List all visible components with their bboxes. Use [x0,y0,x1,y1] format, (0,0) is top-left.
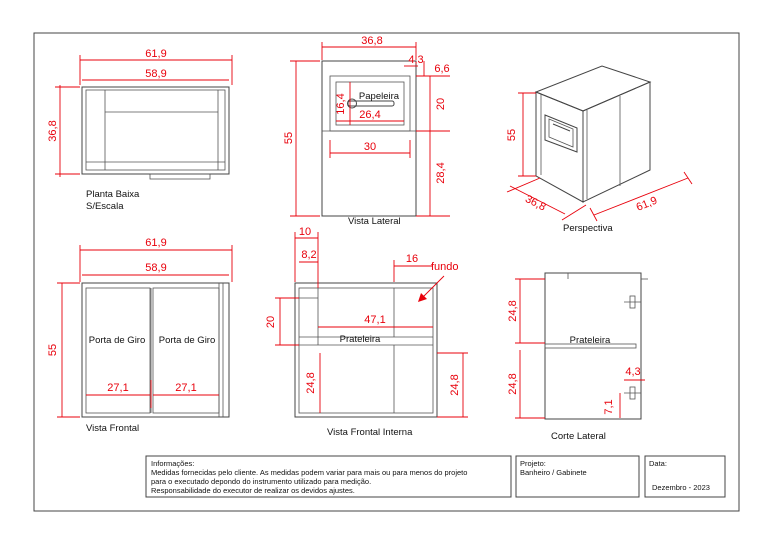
corte-label: Corte Lateral [551,431,606,442]
frontal-width-outer: 61,9 [145,237,166,249]
lateral-label: Vista Lateral [348,216,401,227]
info-line-2: para o executado depondo do instrumento … [151,477,371,486]
planta-label: Planta Baixa [86,189,140,200]
frontal-door-right: Porta de Giro [159,335,216,346]
projeto-value: Banheiro / Gabinete [520,468,587,477]
corte-dim-24-8-top: 24,8 [507,300,519,321]
vista-lateral-view: Papeleira 36,8 55 4,3 6,6 20 16,4 26,4 3… [283,35,450,227]
vista-frontal-view: Porta de Giro Porta de Giro 61,9 58,9 55… [47,237,233,434]
planta-scale-label: S/Escala [86,201,124,212]
perspectiva-depth: 36,8 [523,193,548,213]
lateral-dim-28-4: 28,4 [435,162,447,183]
interna-dim-24-8-right: 24,8 [449,374,461,395]
info-line-3: Responsabilidade do executor de realizar… [151,486,355,495]
planta-width-inner: 58,9 [145,68,166,80]
interna-dim-47-1: 47,1 [364,314,385,326]
lateral-dim-26-4: 26,4 [359,109,380,121]
lateral-dim-30: 30 [364,141,376,153]
frontal-width-inner: 58,9 [145,262,166,274]
interna-prateleira-label: Prateleira [340,334,381,345]
corte-lateral-view: Prateleira 24,8 24,8 4,3 7,1 Corte Later… [507,272,648,442]
frontal-label: Vista Frontal [86,423,139,434]
sheet-border [33,32,740,512]
projeto-title: Projeto: [520,459,546,468]
frontal-dim-left: 27,1 [107,382,128,394]
interna-dim-10: 10 [299,226,311,238]
lateral-height: 55 [283,132,295,144]
frontal-height: 55 [47,344,59,356]
corte-prateleira-label: Prateleira [570,335,611,346]
fundo-arrow-icon [418,293,427,302]
info-line-1: Medidas fornecidas pelo cliente. As medi… [151,468,467,477]
frontal-door-left: Porta de Giro [89,335,146,346]
planta-depth: 36,8 [47,120,59,141]
vista-frontal-interna-view: Prateleira 10 8,2 16 fundo 20 47,1 24,8 … [265,226,468,438]
interna-dim-8-2: 8,2 [301,249,316,261]
interna-dim-20: 20 [265,316,277,328]
perspectiva-height: 55 [506,129,518,141]
perspectiva-view: 55 36,8 61,9 Perspectiva [506,65,693,234]
corte-dim-4-3: 4,3 [625,366,640,378]
planta-baixa-view: 61,9 58,9 36,8 Planta Baixa S/Escala [47,48,233,212]
corte-dim-24-8-bottom: 24,8 [507,373,519,394]
lateral-dim-6-6: 6,6 [434,63,449,75]
lateral-dim-4-3: 4,3 [408,54,423,66]
lateral-dim-16-4: 16,4 [335,93,347,114]
interna-fundo-label: fundo [431,261,459,273]
title-block: Informações: Medidas fornecidas pelo cli… [145,455,726,498]
frontal-dim-right: 27,1 [175,382,196,394]
planta-width-outer: 61,9 [145,48,166,60]
interna-dim-24-8-left: 24,8 [305,372,317,393]
lateral-papeleira-label: Papeleira [359,91,400,102]
interna-dim-16: 16 [406,253,418,265]
lateral-dim-20: 20 [435,98,447,110]
interna-label: Vista Frontal Interna [327,427,413,438]
perspectiva-label: Perspectiva [563,223,613,234]
info-title: Informações: [151,459,194,468]
data-title: Data: [649,459,667,468]
lateral-width: 36,8 [361,35,382,47]
data-value: Dezembro - 2023 [652,483,710,492]
corte-dim-7-1: 7,1 [603,399,615,414]
